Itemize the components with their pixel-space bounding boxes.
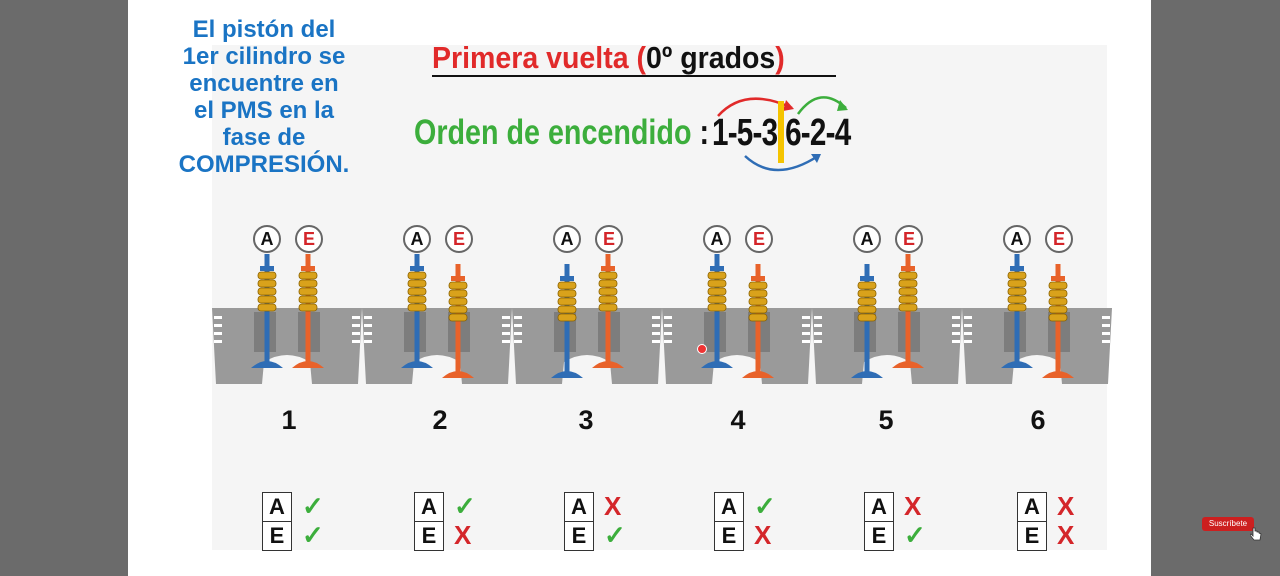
diagram-canvas: [212, 45, 1107, 550]
intro-line: COMPRESIÓN.: [178, 151, 350, 178]
intro-line: fase de: [222, 124, 306, 151]
admission-valve-badge: A: [253, 225, 281, 253]
status-label-admission: A: [262, 492, 292, 522]
admission-valve-badge: A: [853, 225, 881, 253]
subscribe-button[interactable]: Suscríbete: [1202, 517, 1254, 531]
cylinder-head-icon: [362, 254, 512, 384]
status-label-exhaust: E: [262, 521, 292, 551]
cylinder-head-icon: [962, 254, 1112, 384]
admission-valve-badge: A: [703, 225, 731, 253]
check-icon: ✓: [604, 520, 626, 550]
status-label-admission: A: [1017, 492, 1047, 522]
title-suffix: ): [775, 40, 785, 75]
cylinder-number: 1: [281, 405, 297, 435]
admission-valve-badge: A: [1003, 225, 1031, 253]
cross-icon: X: [1057, 491, 1075, 521]
cross-icon: X: [754, 520, 772, 550]
status-label-exhaust: E: [864, 521, 894, 551]
status-label-exhaust: E: [714, 521, 744, 551]
cylinder-number: 4: [730, 405, 746, 435]
page-title: Primera vuelta (0º grados): [432, 40, 785, 76]
cylinder-number: 2: [432, 405, 448, 435]
status-label-exhaust: E: [1017, 521, 1047, 551]
status-label-admission: A: [714, 492, 744, 522]
title-underline: [432, 75, 836, 77]
cylinder-number: 3: [578, 405, 594, 435]
firing-seq-right: 6-2-4: [785, 112, 851, 154]
status-label-exhaust: E: [564, 521, 594, 551]
check-icon: ✓: [302, 520, 324, 550]
exhaust-valve-badge: E: [745, 225, 773, 253]
cylinder-number: 5: [878, 405, 894, 435]
cross-icon: X: [604, 491, 622, 521]
admission-valve-badge: A: [553, 225, 581, 253]
cylinder-head-icon: [212, 254, 362, 384]
firing-order-label: Orden de encendido :: [414, 113, 709, 153]
exhaust-valve-badge: E: [895, 225, 923, 253]
intro-line: encuentre en: [189, 70, 339, 97]
exhaust-valve-badge: E: [595, 225, 623, 253]
cylinder-head-icon: [662, 254, 812, 384]
title-degrees: 0º grados: [646, 40, 776, 75]
exhaust-valve-badge: E: [295, 225, 323, 253]
firing-seq-left: 1-5-3: [712, 112, 778, 154]
title-prefix: Primera vuelta (: [432, 40, 647, 75]
check-icon: ✓: [754, 491, 776, 521]
intro-line: El pistón del: [192, 16, 336, 43]
cylinder-head-icon: [812, 254, 962, 384]
status-label-admission: A: [564, 492, 594, 522]
cylinder-head-icon: [512, 254, 662, 384]
hand-cursor-icon: [1250, 527, 1262, 541]
intro-line: 1er cilindro se: [182, 43, 346, 70]
exhaust-valve-badge: E: [445, 225, 473, 253]
pointer-dot: [697, 344, 707, 354]
firing-label-text: Orden de encendido: [414, 113, 692, 152]
admission-valve-badge: A: [403, 225, 431, 253]
cross-icon: X: [904, 491, 922, 521]
check-icon: ✓: [302, 491, 324, 521]
intro-text: El pistón del 1er cilindro se encuentre …: [158, 16, 370, 178]
firing-arrows-icon: [717, 96, 848, 172]
cross-icon: X: [1057, 520, 1075, 550]
exhaust-valve-badge: E: [1045, 225, 1073, 253]
cross-icon: X: [454, 520, 472, 550]
intro-line: el PMS en la: [193, 97, 335, 124]
status-label-admission: A: [864, 492, 894, 522]
firing-colon: :: [699, 113, 710, 152]
cylinder-number: 6: [1030, 405, 1046, 435]
status-label-admission: A: [414, 492, 444, 522]
status-label-exhaust: E: [414, 521, 444, 551]
check-icon: ✓: [904, 520, 926, 550]
check-icon: ✓: [454, 491, 476, 521]
